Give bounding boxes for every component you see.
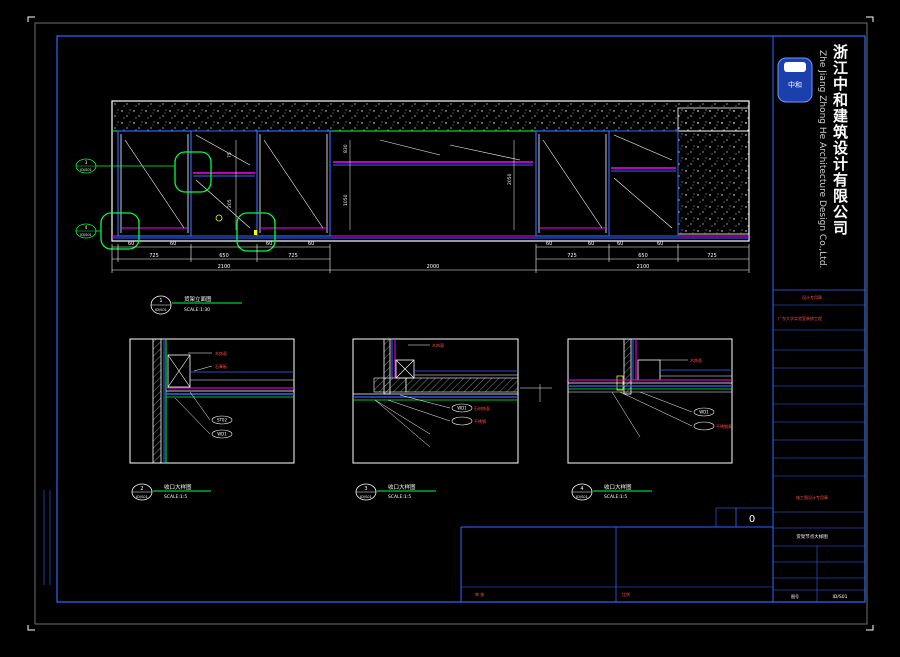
tb-date-label: 比例 — [622, 591, 630, 597]
dim-sub: 60 — [617, 241, 623, 247]
company-logo: 中和 — [777, 57, 813, 103]
d2-tag-1: ST02 — [217, 418, 228, 423]
elevation-drawing: 75 205 1050 830 2050 3 ID/S01 4 ID/S01 — [75, 100, 750, 273]
dim-sub: 60 — [128, 241, 134, 247]
company-name-block: 浙江中和建筑设计有限公司 Zhe Jiang Zhong He Architec… — [817, 43, 849, 268]
dim-sub: 60 — [170, 241, 176, 247]
d3-label-3: 不锈钢 — [474, 418, 486, 424]
title-block-texts: 设计专用章 广东大学实验室装修工程 施工图设计专用章 货架节点大样图 图号 ID… — [475, 294, 848, 600]
drawing-1-sheet: ID/S01 — [155, 308, 167, 312]
dim-sub: 60 — [657, 241, 663, 247]
tb-drawing-name: 货架节点大样图 — [796, 533, 828, 540]
callout-3: 3 ID/S01 — [75, 158, 97, 174]
drawing-2-num: 2 — [140, 486, 143, 492]
dim-total: 2100 — [218, 264, 231, 270]
company-name-cn: 浙江中和建筑设计有限公司 — [831, 43, 849, 236]
dim-top: 725 — [288, 253, 298, 259]
d2-label-2: 石膏板 — [215, 363, 227, 369]
vdim-3: 1050 — [343, 194, 349, 206]
callout-3-num: 3 — [85, 160, 88, 165]
drawing-2-title: 收口大样图 — [164, 483, 192, 491]
dim-sub: 60 — [546, 241, 552, 247]
tb-mid-label: 审 核 — [475, 591, 484, 597]
dim-sub: 60 — [588, 241, 594, 247]
vdim-5: 2050 — [507, 173, 513, 185]
drawing-4-title: 收口大样图 — [604, 483, 632, 491]
elevation-dimensions — [111, 244, 750, 273]
callout-4-sheet: ID/S01 — [80, 233, 92, 237]
tb-project: 广东大学实验室装修工程 — [778, 315, 822, 321]
d4-label-2: 不锈钢条 — [716, 423, 732, 429]
left-margin-note — [43, 490, 51, 585]
dim-top: 650 — [219, 253, 229, 259]
title-block: 0 — [460, 36, 865, 602]
drawing-title-2: 2 ID/S01 收口大样图 SCALE:1:5 — [131, 483, 211, 501]
drawing-3-title: 收口大样图 — [388, 483, 416, 491]
drawing-4-num: 4 — [580, 486, 583, 492]
detail-2: 木饰面 石膏板 ST02 WD1 — [129, 338, 295, 464]
dim-top: 725 — [567, 253, 577, 259]
callout-4-num: 4 — [85, 225, 88, 230]
drawing-3-scale: SCALE:1:5 — [388, 494, 411, 500]
dim-total: 2100 — [637, 264, 650, 270]
drawing-title-1: 1 ID/S01 货架立面图 SCALE:1:30 — [150, 295, 242, 315]
tb-stamp: 设计专用章 — [802, 294, 822, 300]
tb-sheet-label: 图号 — [791, 593, 799, 599]
vdim-1: 75 — [227, 152, 233, 158]
drawing-1-num: 1 — [159, 298, 162, 304]
dim-sub: 60 — [266, 241, 272, 247]
d4-label-1: 木饰面 — [690, 357, 702, 363]
d4-tag-1: WD1 — [699, 410, 709, 415]
callout-4: 4 ID/S01 — [75, 223, 97, 239]
drawing-3-num: 3 — [364, 486, 367, 492]
revision-value: 0 — [749, 514, 755, 525]
d2-tag-2: WD1 — [217, 432, 227, 437]
drawing-title-4: 4 ID/S01 收口大样图 SCALE:1:5 — [571, 483, 652, 501]
dim-top: 725 — [149, 253, 159, 259]
detail-4: 木饰面 WD1 不锈钢条 — [567, 338, 733, 464]
dim-sub: 60 — [308, 241, 314, 247]
drawing-3-sheet: ID/S01 — [360, 495, 372, 499]
tb-sheet-no: ID/S01 — [833, 594, 848, 600]
company-name-en: Zhe Jiang Zhong He Architecture Design C… — [817, 50, 827, 268]
dim-total-labels: 2100 2000 2100 — [218, 264, 650, 270]
dim-top: 725 — [707, 253, 717, 259]
drawing-title-3: 3 ID/S01 收口大样图 SCALE:1:5 — [355, 483, 436, 501]
dim-total: 2000 — [427, 264, 440, 270]
drawing-4-scale: SCALE:1:5 — [604, 494, 627, 500]
callout-3-sheet: ID/S01 — [80, 168, 92, 172]
dim-top-labels: 725 650 725 725 650 725 — [149, 253, 717, 259]
d2-label-1: 木饰面 — [215, 350, 227, 356]
drawing-1-scale: SCALE:1:30 — [184, 307, 210, 313]
d3-tag-1: WD1 — [457, 406, 467, 411]
vdim-4: 830 — [343, 144, 349, 153]
logo-text: 中和 — [788, 80, 802, 89]
vdim-2: 205 — [227, 199, 233, 208]
drawing-1-title: 货架立面图 — [184, 295, 212, 303]
tb-footer-note: 施工图设计专用章 — [796, 494, 828, 500]
drawing-4-sheet: ID/S01 — [576, 495, 588, 499]
d3-label-2: 石材饰面 — [474, 405, 490, 411]
drawing-2-scale: SCALE:1:5 — [164, 494, 187, 500]
d3-label-1: 木饰面 — [432, 342, 444, 348]
dim-top: 650 — [638, 253, 648, 259]
drawing-2-sheet: ID/S01 — [136, 495, 148, 499]
detail-3: 木饰面 WD1 石材饰面 不锈钢 — [352, 338, 552, 464]
dim-sub-labels: 60 60 60 60 60 60 60 60 — [128, 241, 663, 247]
